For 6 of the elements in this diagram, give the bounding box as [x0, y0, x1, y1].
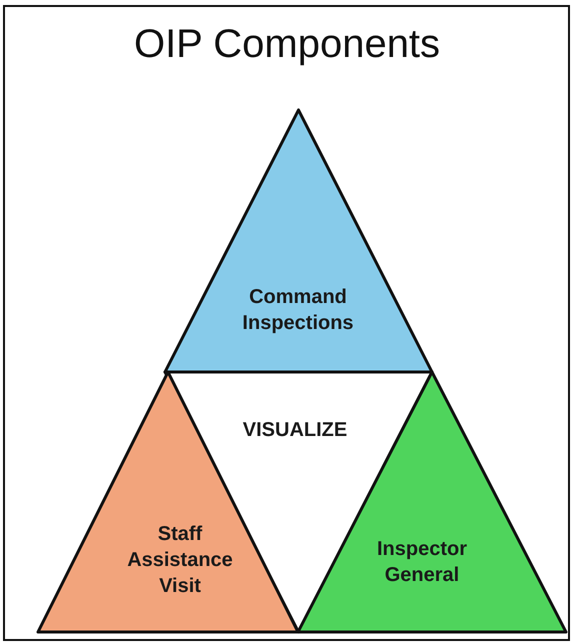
node-label: VISUALIZE — [242, 418, 348, 443]
node-label: Command Inspections — [241, 285, 355, 336]
triangle — [165, 110, 432, 372]
node-label: Inspector General — [376, 537, 468, 588]
diagram-title: OIP Components — [132, 22, 442, 67]
node-label: Staff Assistance Visit — [126, 522, 234, 599]
